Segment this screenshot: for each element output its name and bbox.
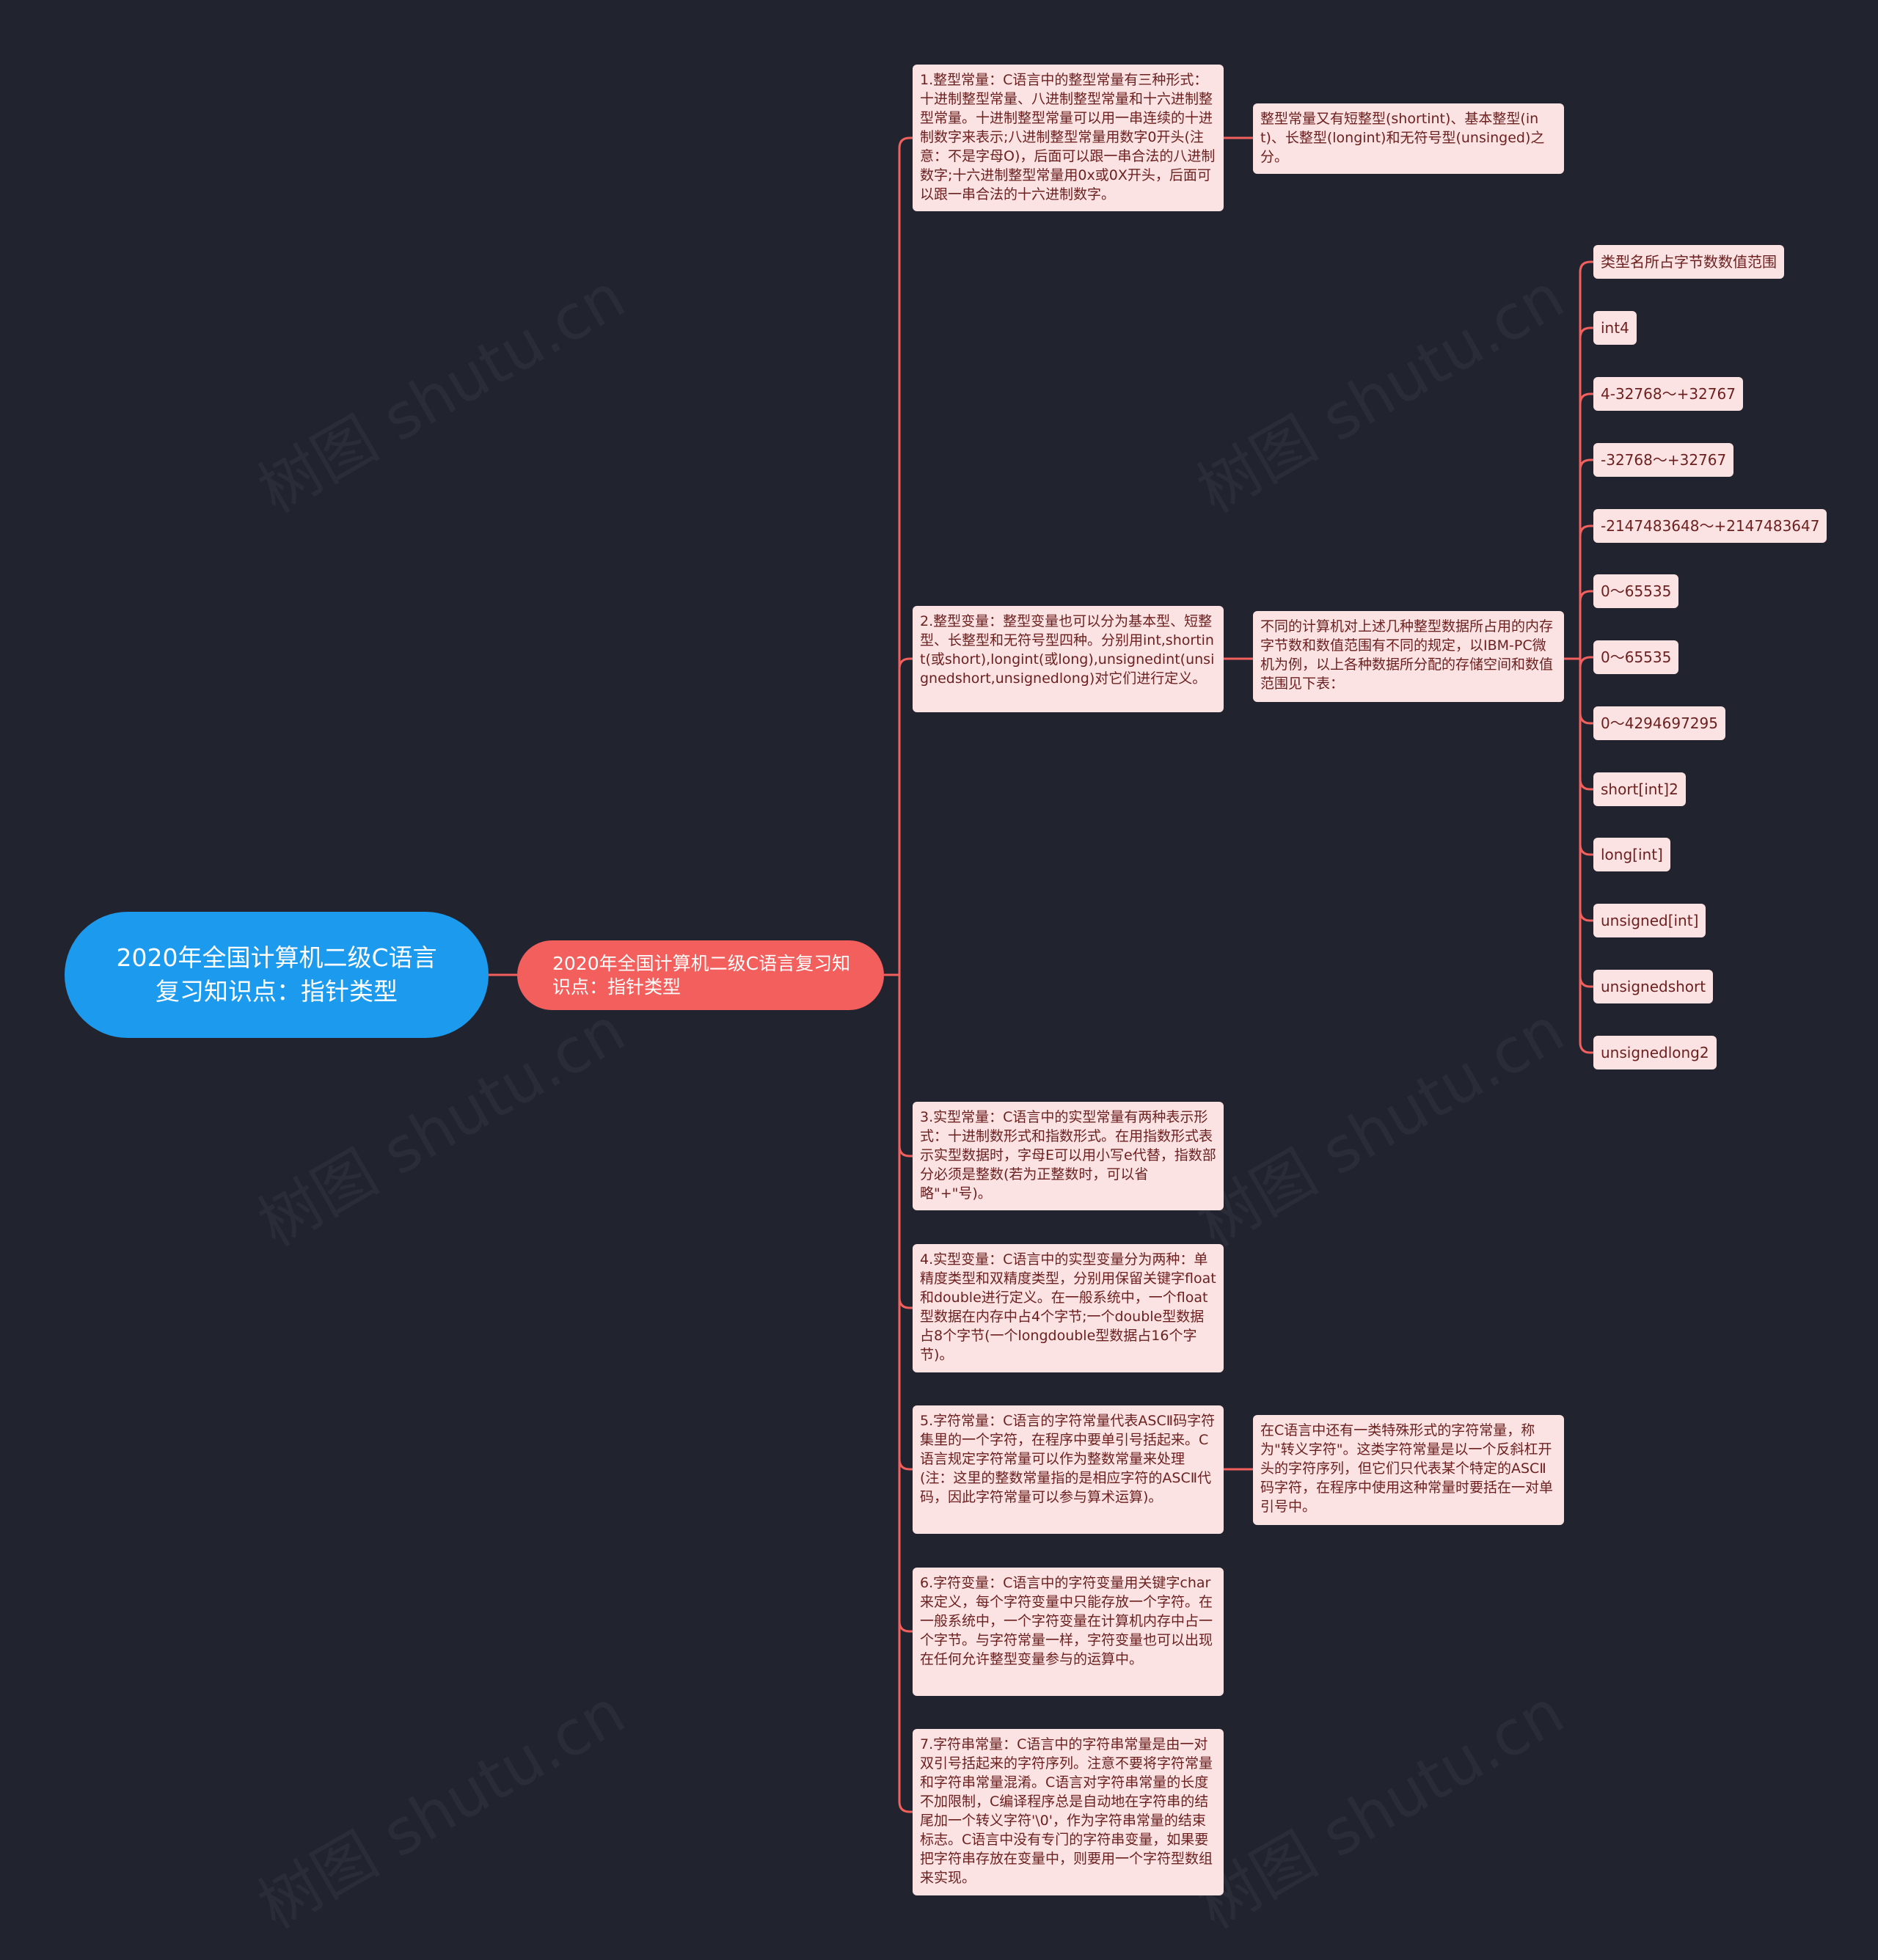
branch-1-integer-constant[interactable]: 1.整型常量：C语言中的整型常量有三种形式：十进制整型常量、八进制整型常量和十六… (913, 65, 1224, 211)
subtopic-label: 2020年全国计算机二级C语言复习知识点：指针类型 (552, 952, 851, 998)
leaf-line-5 (1579, 524, 1593, 659)
leaf-line-6 (1579, 590, 1593, 659)
branch-5-char-constant[interactable]: 5.字符常量：C语言的字符常量代表ASCⅡ码字符集里的一个字符，在程序中要单引号… (913, 1405, 1224, 1534)
leaf-item[interactable]: 0～65535 (1593, 640, 1679, 674)
leaf-item[interactable]: short[int]2 (1593, 772, 1686, 806)
leaf-item[interactable]: 4-32768～+32767 (1593, 377, 1743, 411)
leaf-item[interactable]: int4 (1593, 311, 1637, 345)
leaf-line-12 (1579, 659, 1593, 988)
leaf-item[interactable]: -2147483648～+2147483647 (1593, 509, 1827, 543)
branch-6-char-variable[interactable]: 6.字符变量：C语言中的字符变量用关键字char来定义，每个字符变量中只能存放一… (913, 1568, 1224, 1696)
leaf-line-3 (1579, 392, 1593, 659)
leaf-line-13 (1579, 659, 1593, 1054)
branch-line-3 (898, 975, 913, 1158)
branch-3-real-constant[interactable]: 3.实型常量：C语言中的实型常量有两种表示形式：十进制数形式和指数形式。在用指数… (913, 1102, 1224, 1210)
leaf-item[interactable]: 0～4294697295 (1593, 706, 1725, 740)
branch-2-integer-variable[interactable]: 2.整型变量：整型变量也可以分为基本型、短整型、长整型和无符号型四种。分别用in… (913, 606, 1224, 712)
leaf-line-1 (1579, 260, 1593, 659)
detail-escape-characters[interactable]: 在C语言中还有一类特殊形式的字符常量，称为"转义字符"。这类字符常量是以一个反斜… (1253, 1415, 1564, 1525)
branch-line-2 (898, 657, 913, 975)
leaf-item[interactable]: 0～65535 (1593, 574, 1679, 608)
branch-line-5 (898, 975, 913, 1471)
detail-integer-types[interactable]: 整型常量又有短整型(shortint)、基本整型(int)、长整型(longin… (1253, 103, 1564, 174)
leaf-item[interactable]: long[int] (1593, 838, 1670, 871)
leaf-line-10 (1579, 659, 1593, 856)
branch-4-real-variable[interactable]: 4.实型变量：C语言中的实型变量分为两种：单精度类型和双精度类型，分别用保留关键… (913, 1244, 1224, 1372)
subtopic-node[interactable]: 2020年全国计算机二级C语言复习知识点：指针类型 (517, 940, 884, 1010)
branch-line-1 (898, 136, 913, 975)
leaf-line-4 (1579, 458, 1593, 659)
detail-memory-table-intro[interactable]: 不同的计算机对上述几种整型数据所占用的内存字节数和数值范围有不同的规定，以IBM… (1253, 611, 1564, 702)
leaf-item[interactable]: unsignedlong2 (1593, 1036, 1717, 1069)
leaf-line-2 (1579, 326, 1593, 659)
root-topic-label: 2020年全国计算机二级C语言复习知识点：指针类型 (116, 943, 437, 1006)
branch-7-string-constant[interactable]: 7.字符串常量：C语言中的字符串常量是由一对双引号括起来的字符序列。注意不要将字… (913, 1729, 1224, 1895)
leaf-line-7 (1579, 656, 1593, 668)
root-topic[interactable]: 2020年全国计算机二级C语言复习知识点：指针类型 (65, 912, 489, 1038)
leaf-table-header[interactable]: 类型名所占字节数数值范围 (1593, 245, 1784, 279)
leaf-line-8 (1579, 659, 1593, 725)
leaf-item[interactable]: -32768～+32767 (1593, 443, 1734, 477)
branch-line-4 (898, 975, 913, 1309)
branch-line-7 (898, 975, 913, 1813)
leaf-item[interactable]: unsigned[int] (1593, 904, 1706, 937)
leaf-item[interactable]: unsignedshort (1593, 970, 1714, 1003)
